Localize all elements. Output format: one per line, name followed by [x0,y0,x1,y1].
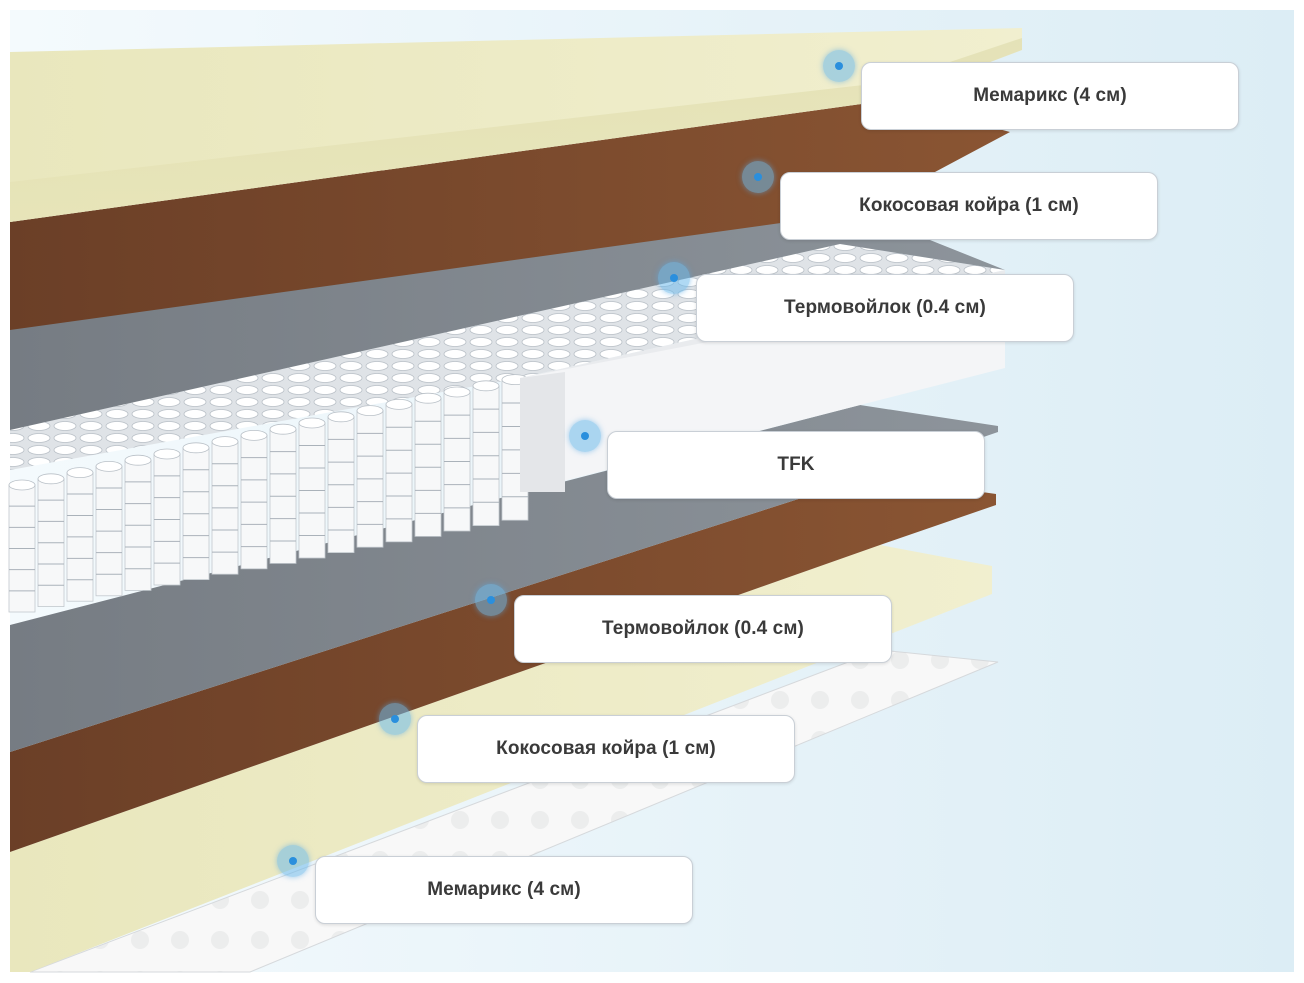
callout-bottom-coir-label: Кокосовая койра (1 см) [496,738,716,759]
callout-top-coir: Кокосовая койра (1 см) [780,172,1158,240]
spring-cylinders [8,374,529,613]
spring-cylinder [443,386,471,532]
spring-cylinder [385,398,413,543]
spring-cylinder [8,479,36,613]
callout-bottom-felt: Термовойлок (0.4 см) [514,595,892,663]
spring-cylinder [66,467,94,602]
spring-cylinder [182,442,210,580]
spring-cylinder [124,454,152,591]
callout-tfk-label: TFK [777,454,815,475]
marker-tfk [569,420,601,452]
spring-cylinder [153,448,181,586]
marker-top-felt [658,262,690,294]
spring-cylinder [414,392,442,537]
tfk-block-face [520,372,565,492]
spring-cylinder [240,429,268,570]
marker-top-memorix [823,50,855,82]
callout-top-memorix: Мемарикс (4 см) [861,62,1239,130]
spring-cylinder [298,417,326,559]
layer-top-memorix-edge [10,38,1022,222]
callout-bottom-coir: Кокосовая койра (1 см) [417,715,795,783]
callout-top-felt-label: Термовойлок (0.4 см) [784,297,986,318]
spring-cylinder [327,411,355,553]
marker-top-coir [742,161,774,193]
marker-bottom-memorix [277,845,309,877]
marker-bottom-felt [475,584,507,616]
layer-top-coir [10,100,1010,330]
spring-cylinder [211,436,239,575]
callout-bottom-felt-label: Термовойлок (0.4 см) [602,618,804,639]
layer-bottom-coir [10,476,996,852]
callout-tfk: TFK [607,431,985,499]
spring-cylinder [37,473,65,607]
callout-top-memorix-label: Мемарикс (4 см) [973,85,1127,106]
spring-cylinder [472,380,500,526]
marker-bottom-coir [379,703,411,735]
callout-top-coir-label: Кокосовая койра (1 см) [859,195,1079,216]
callout-bottom-memorix: Мемарикс (4 см) [315,856,693,924]
callout-top-felt: Термовойлок (0.4 см) [696,274,1074,342]
spring-cylinder [269,423,297,564]
callout-bottom-memorix-label: Мемарикс (4 см) [427,879,581,900]
spring-cylinder [95,460,123,597]
spring-cylinder [356,405,384,548]
